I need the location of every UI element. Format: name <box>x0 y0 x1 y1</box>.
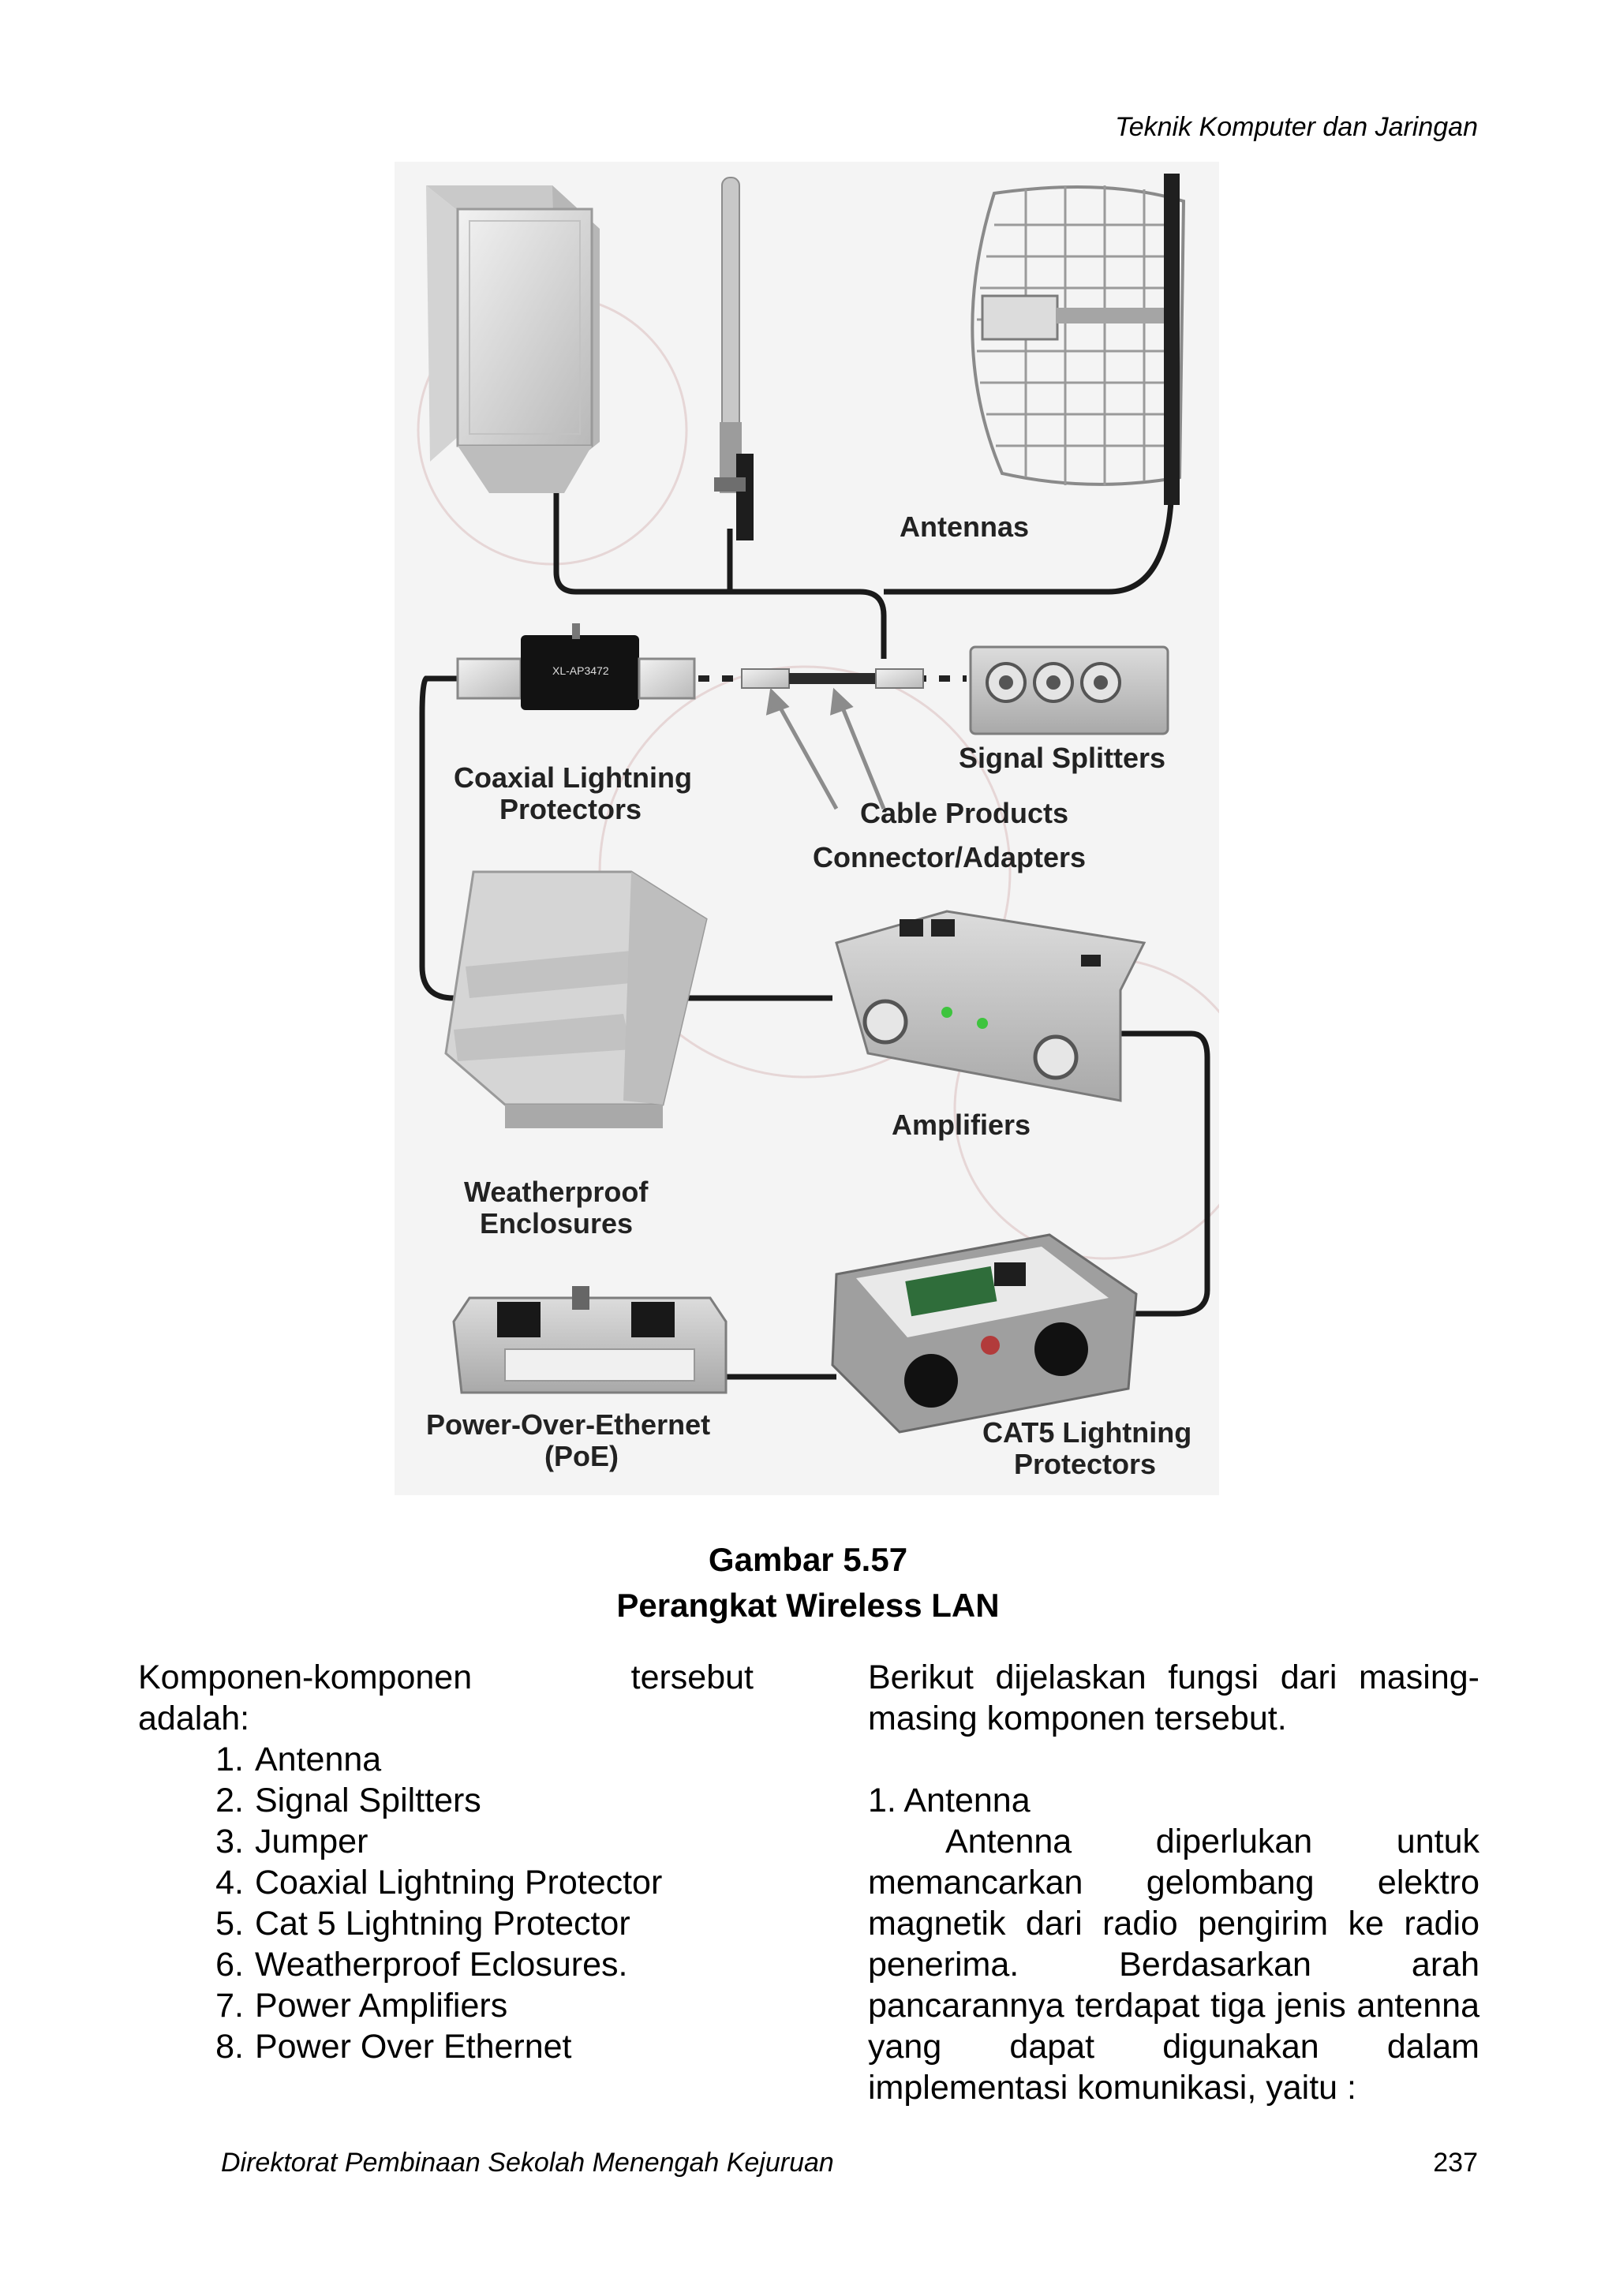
label-poe-2: (PoE) <box>544 1440 619 1472</box>
page-number: 237 <box>1433 2148 1478 2178</box>
list-number: 8. <box>215 2028 244 2066</box>
list-text: Power Amplifiers <box>255 1987 508 2025</box>
list-text: Weatherproof Eclosures. <box>255 1946 628 1984</box>
label-weatherproof-2: Enclosures <box>480 1207 633 1240</box>
callout-arrows <box>765 687 886 810</box>
list-item: 7. Power Amplifiers <box>215 1985 754 2026</box>
list-item: 1. Antenna <box>215 1739 754 1780</box>
footer-publisher: Direktorat Pembinaan Sekolah Menengah Ke… <box>221 2148 834 2178</box>
list-number: 7. <box>215 1987 244 2025</box>
list-text: Jumper <box>255 1823 368 1860</box>
label-cat5-1: CAT5 Lightning <box>982 1416 1191 1449</box>
label-connector-adapters: Connector/Adapters <box>813 841 1086 873</box>
antenna-paragraph: Antenna diperlukan untuk memancarkan gel… <box>868 1823 1479 2107</box>
list-item: 8. Power Over Ethernet <box>215 2026 754 2067</box>
components-intro-line1: Komponen-komponen tersebut <box>138 1658 754 1696</box>
signal-splitter <box>969 645 1169 735</box>
label-antennas: Antennas <box>900 510 1029 543</box>
label-coax-2: Protectors <box>499 793 642 825</box>
right-column: Berikut dijelaskan fungsi dari masing-ma… <box>868 1657 1479 2108</box>
components-intro-line2: adalah: <box>138 1700 250 1737</box>
omni-antenna <box>714 177 754 540</box>
list-item: 6. Weatherproof Eclosures. <box>215 1944 754 1985</box>
list-item: 2. Signal Spiltters <box>215 1780 754 1821</box>
label-amplifiers: Amplifiers <box>892 1109 1031 1141</box>
label-poe-1: Power-Over-Ethernet <box>426 1408 710 1441</box>
list-text: Antenna <box>255 1741 382 1778</box>
amplifier <box>835 910 1147 1102</box>
explanation-intro: Berikut dijelaskan fungsi dari masing-ma… <box>868 1658 1479 1737</box>
list-number: 2. <box>215 1782 244 1819</box>
section-title-antenna: 1. Antenna <box>868 1782 1031 1819</box>
label-cable-products: Cable Products <box>860 797 1068 829</box>
list-text: Coaxial Lightning Protector <box>255 1864 663 1901</box>
wireless-lan-figure: Antennas XL-AP3472 Coaxial Lightning Pro… <box>395 162 1219 1495</box>
cat5-protector <box>831 1233 1138 1434</box>
list-text: Power Over Ethernet <box>255 2028 572 2066</box>
list-number: 4. <box>215 1864 244 1901</box>
figure-number: Gambar 5.57 <box>708 1541 908 1578</box>
panel-antenna <box>426 185 600 493</box>
figure-caption: Gambar 5.57 Perangkat Wireless LAN <box>0 1537 1616 1629</box>
cable-connector <box>741 668 924 689</box>
label-cat5-2: Protectors <box>1014 1448 1156 1480</box>
figure-title: Perangkat Wireless LAN <box>616 1587 1000 1624</box>
list-item: 3. Jumper <box>215 1821 754 1862</box>
coax-protector: XL-AP3472 <box>456 623 696 710</box>
list-number: 3. <box>215 1823 244 1860</box>
label-coax-1: Coaxial Lightning <box>454 761 692 794</box>
running-header: Teknik Komputer dan Jaringan <box>1115 112 1478 142</box>
weatherproof-enclosure <box>444 870 708 1128</box>
svg-text:XL-AP3472: XL-AP3472 <box>552 664 609 677</box>
grid-antenna <box>971 174 1186 505</box>
left-column: Komponen-komponen tersebut adalah: 1. Ant… <box>138 1657 754 2067</box>
components-list: 1. Antenna 2. Signal Spiltters 3. Jumper 4.… <box>138 1739 754 2067</box>
list-text: Signal Spiltters <box>255 1782 481 1819</box>
list-number: 6. <box>215 1946 244 1984</box>
list-text: Cat 5 Lightning Protector <box>255 1905 630 1943</box>
list-item: 5. Cat 5 Lightning Protector <box>215 1903 754 1944</box>
list-number: 1. <box>215 1741 244 1778</box>
list-number: 5. <box>215 1905 244 1943</box>
label-weatherproof-1: Weatherproof <box>464 1176 649 1208</box>
label-signal-splitters: Signal Splitters <box>959 742 1165 774</box>
poe-unit <box>452 1286 728 1394</box>
list-item: 4. Coaxial Lightning Protector <box>215 1862 754 1903</box>
